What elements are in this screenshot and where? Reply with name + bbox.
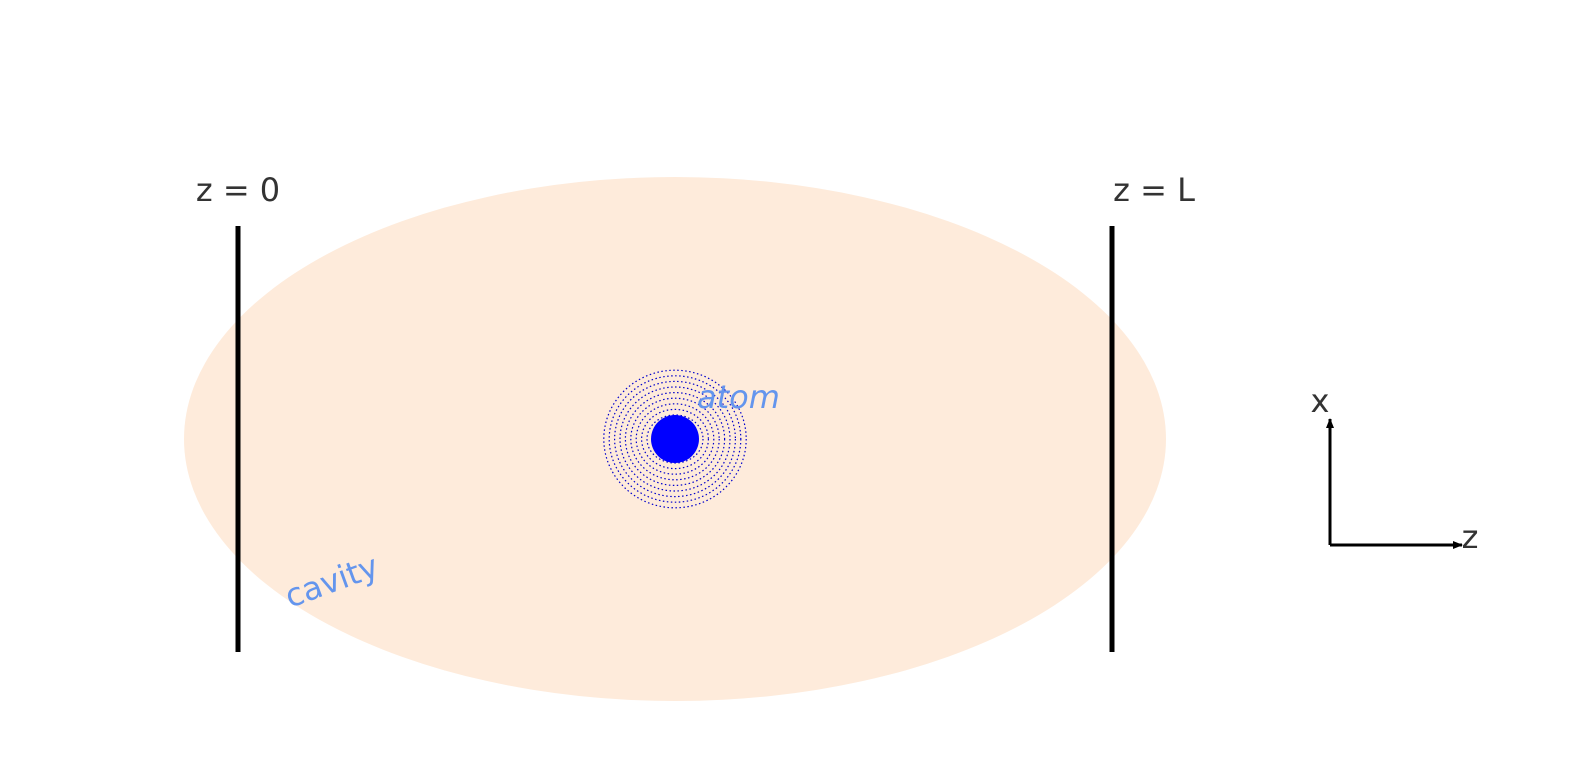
z-axis-label: z (1462, 518, 1479, 556)
atom-ring (603, 369, 747, 509)
atom-ring (608, 375, 742, 503)
atom-field-rings (603, 369, 747, 509)
right-mirror-label: z = L (1113, 171, 1195, 209)
atom-dot (651, 415, 699, 463)
atom-ring (630, 397, 720, 481)
atom-ring (619, 386, 731, 492)
atom-label: atom (697, 378, 780, 416)
atom-ring (640, 408, 709, 470)
atom-ring (613, 380, 736, 498)
left-mirror-label: z = 0 (196, 171, 280, 209)
axis-indicator: x z (1311, 382, 1479, 556)
atom-ring (624, 392, 726, 487)
atom-ring (635, 403, 715, 475)
x-axis-label: x (1311, 382, 1330, 420)
